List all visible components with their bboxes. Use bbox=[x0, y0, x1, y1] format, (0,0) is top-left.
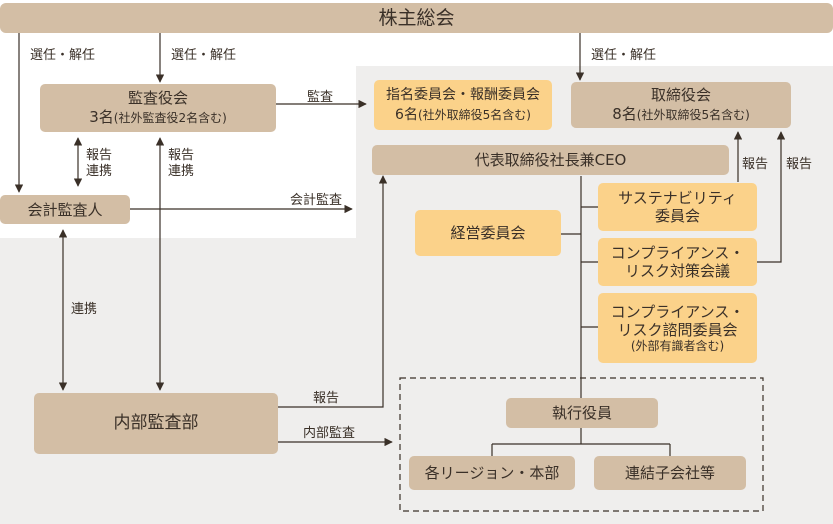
regions-hq-label: 各リージョン・本部 bbox=[424, 464, 560, 482]
compliance-council-line2: リスク対策会議 bbox=[624, 262, 730, 280]
board-note: (社外取締役5名含む) bbox=[636, 108, 750, 123]
advisory-line1: コンプライアンス・ bbox=[610, 302, 745, 321]
label-report-internal: 報告 bbox=[313, 391, 340, 406]
ceo-label: 代表取締役社長兼CEO bbox=[474, 151, 627, 169]
compliance-risk-council: コンプライアンス・ リスク対策会議 bbox=[598, 238, 757, 286]
audit-board-count: 3名 bbox=[89, 108, 114, 127]
executive-officers-label: 執行役員 bbox=[551, 404, 612, 422]
board-title: 取締役会 bbox=[650, 86, 711, 105]
advisory-note: (外部有識者含む) bbox=[630, 338, 725, 353]
board-count: 8名 bbox=[612, 105, 637, 124]
label-report-compliance: 報告 bbox=[786, 157, 813, 172]
label-elect-dismiss-2: 選任・解任 bbox=[171, 48, 237, 63]
nomination-committee-count-line: 6名(社外取締役5名含む) bbox=[395, 104, 531, 124]
executive-officers: 執行役員 bbox=[506, 398, 658, 428]
sustainability-committee: サステナビリティ 委員会 bbox=[598, 183, 757, 231]
label-cooperate: 連携 bbox=[86, 164, 113, 180]
sustainability-line2: 委員会 bbox=[654, 207, 700, 225]
nomination-compensation-committee: 指名委員会・報酬委員会 6名(社外取締役5名含む) bbox=[374, 80, 552, 130]
label-accounting-audit: 会計監査 bbox=[290, 193, 343, 208]
internal-audit-label: 内部監査部 bbox=[113, 413, 199, 434]
internal-audit-department: 内部監査部 bbox=[34, 393, 278, 454]
nomination-committee-count: 6名 bbox=[395, 106, 418, 123]
accounting-auditor-label: 会計監査人 bbox=[27, 200, 103, 219]
label-report: 報告 bbox=[168, 148, 195, 163]
regions-headquarters: 各リージョン・本部 bbox=[409, 456, 575, 490]
board-of-directors: 取締役会 8名(社外取締役5名含む) bbox=[571, 82, 791, 128]
label-internal-audit: 内部監査 bbox=[303, 426, 356, 441]
compliance-council-line1: コンプライアンス・ bbox=[610, 244, 745, 262]
label-cooperate: 連携 bbox=[168, 164, 195, 180]
representative-director-ceo: 代表取締役社長兼CEO bbox=[372, 145, 729, 175]
label-cooperate-lower: 連携 bbox=[71, 302, 98, 317]
nomination-committee-title: 指名委員会・報酬委員会 bbox=[386, 86, 540, 103]
label-audit: 監査 bbox=[307, 90, 334, 105]
advisory-line2: リスク諮問委員会 bbox=[617, 320, 738, 339]
label-report-cooperate-left: 報告 連携 bbox=[86, 148, 112, 181]
board-count-line: 8名(社外取締役5名含む) bbox=[612, 104, 750, 123]
audit-board: 監査役会 3名(社外監査役2名含む) bbox=[40, 84, 276, 132]
management-committee-label: 経営委員会 bbox=[450, 224, 526, 242]
label-report-sustainability: 報告 bbox=[742, 157, 769, 172]
label-elect-dismiss-3: 選任・解任 bbox=[591, 48, 657, 63]
shareholders-meeting: 株主総会 bbox=[0, 3, 833, 33]
nomination-committee-note: (社外取締役5名含む) bbox=[417, 107, 531, 122]
label-report: 報告 bbox=[86, 148, 113, 163]
accounting-auditor: 会計監査人 bbox=[0, 195, 130, 224]
subsidiaries-label: 連結子会社等 bbox=[624, 464, 715, 482]
compliance-risk-advisory-committee: コンプライアンス・ リスク諮問委員会 (外部有識者含む) bbox=[598, 293, 757, 363]
audit-board-note: (社外監査役2名含む) bbox=[113, 111, 227, 126]
audit-board-title: 監査役会 bbox=[127, 89, 188, 108]
audit-board-count-line: 3名(社外監査役2名含む) bbox=[89, 107, 227, 126]
consolidated-subsidiaries: 連結子会社等 bbox=[594, 456, 746, 490]
label-elect-dismiss-1: 選任・解任 bbox=[30, 48, 96, 63]
management-committee: 経営委員会 bbox=[415, 210, 561, 256]
sustainability-line1: サステナビリティ bbox=[618, 189, 737, 207]
label-report-cooperate-right: 報告 連携 bbox=[168, 148, 194, 181]
shareholders-label: 株主総会 bbox=[378, 6, 455, 29]
